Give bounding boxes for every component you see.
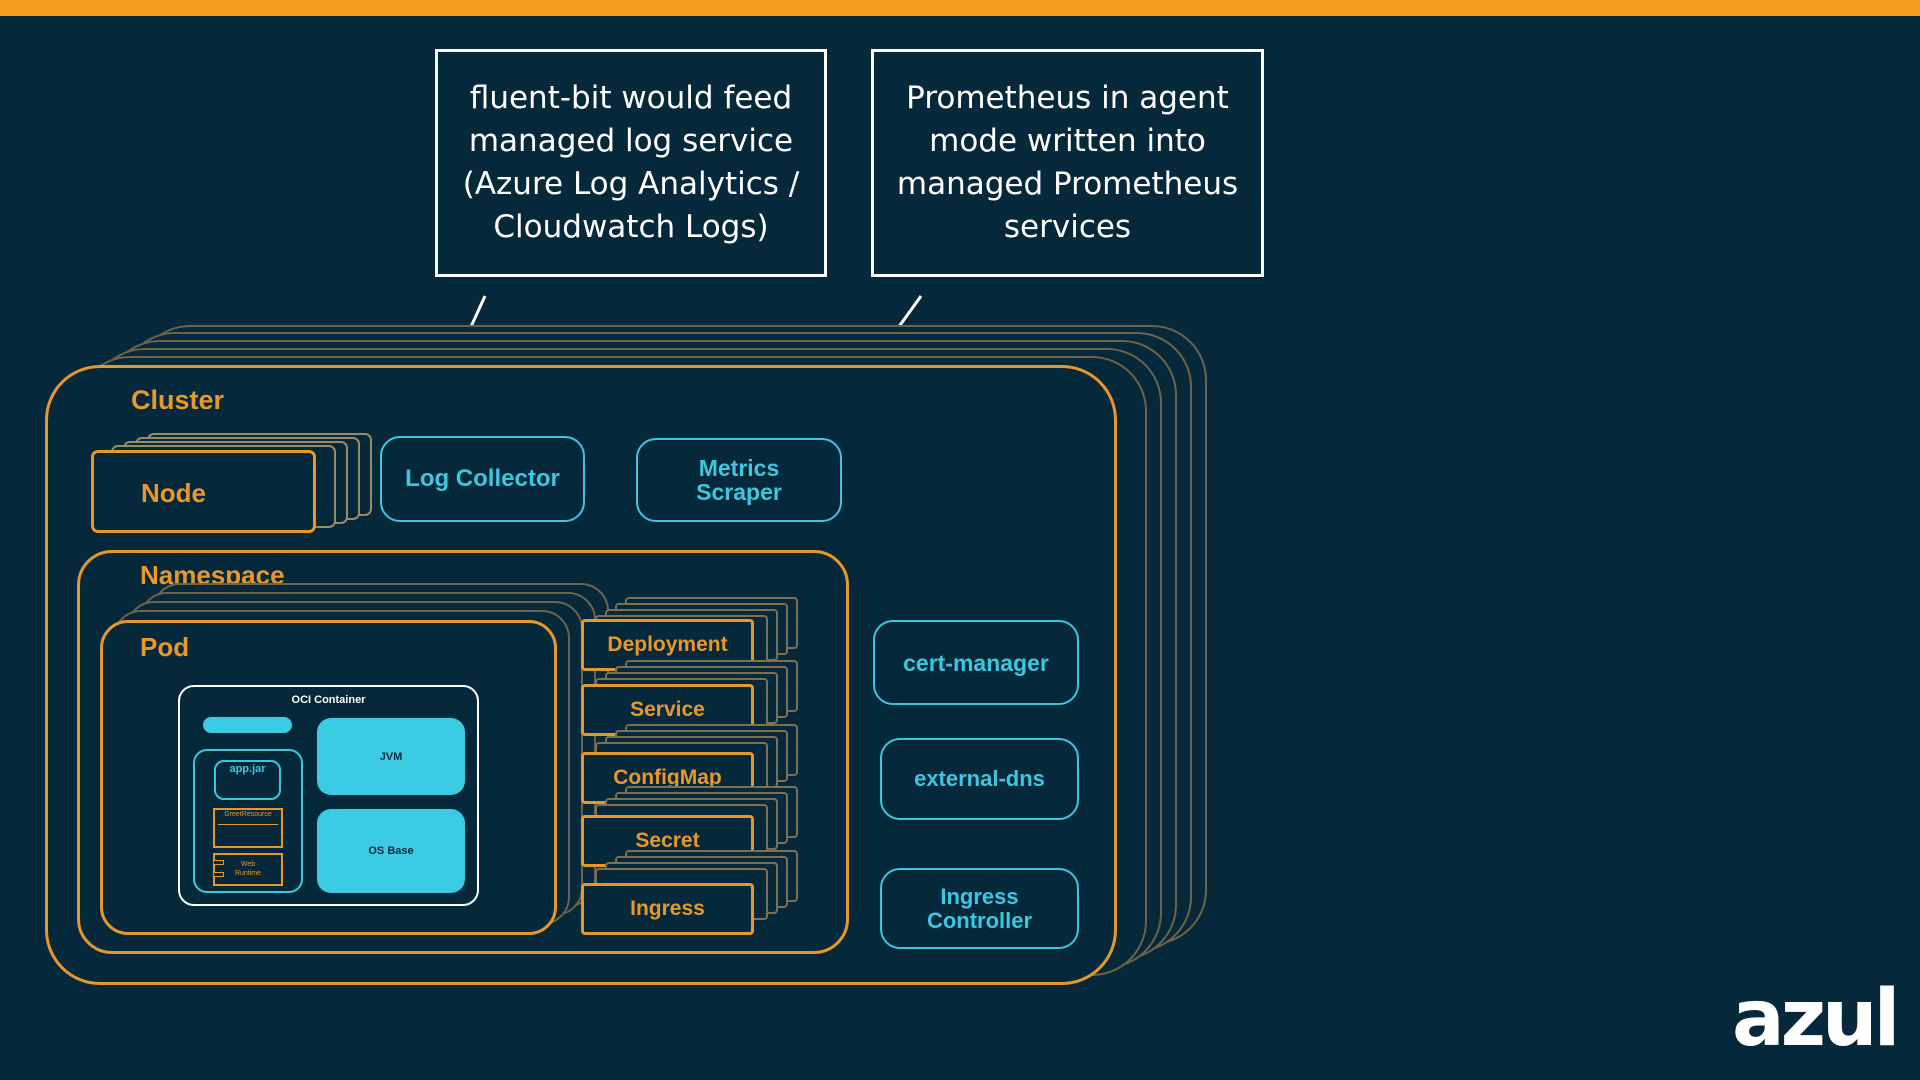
greet-resource-label: GreetResource	[224, 811, 272, 818]
oci-container-title: OCI Container	[291, 694, 366, 706]
node-label: Node	[141, 478, 206, 508]
top-accent-bar	[0, 0, 1920, 16]
log-collector-label: Log Collector	[405, 465, 560, 492]
deployment-label: Deployment	[607, 633, 728, 656]
component-port-icon	[213, 860, 224, 865]
secret-label: Secret	[635, 829, 700, 852]
web-runtime-label-line2: Runtime	[234, 870, 262, 877]
app-layer-box	[193, 749, 303, 893]
ingress-controller-label-line2: Controller	[926, 907, 1033, 933]
external-dns-label: external-dns	[914, 766, 1045, 791]
jvm-layer: JVM	[317, 718, 465, 795]
greet-resource-divider	[218, 824, 278, 825]
log-collector-box: Log Collector	[380, 436, 585, 522]
app-jar-box: app.jar	[214, 760, 281, 800]
os-base-label: OS Base	[368, 845, 414, 857]
ingress-box: Ingress	[581, 883, 754, 935]
component-port-icon	[213, 872, 224, 877]
azul-logo: azul	[1732, 974, 1900, 1064]
service-label: Service	[630, 698, 705, 721]
container-header-bar	[203, 717, 292, 733]
external-dns-box: external-dns	[880, 738, 1079, 820]
jvm-label: JVM	[379, 750, 403, 763]
configmap-label: ConfigMap	[613, 766, 722, 789]
metrics-service-callout: Prometheus in agent mode written into ma…	[871, 49, 1264, 277]
app-jar-label: app.jar	[229, 763, 266, 775]
greet-resource-box: GreetResource	[213, 808, 283, 848]
cert-manager-label: cert-manager	[903, 649, 1049, 676]
ingress-controller-box: Ingress Controller	[880, 868, 1079, 949]
os-base-layer: OS Base	[317, 809, 465, 893]
web-runtime-label-line1: Web	[240, 861, 256, 868]
log-service-callout: fluent-bit would feed managed log servic…	[435, 49, 827, 277]
ingress-controller-label-line1: Ingress	[940, 883, 1019, 909]
node-box	[91, 450, 316, 533]
metrics-scraper-label-line1: Metrics	[698, 455, 780, 481]
web-runtime-box: Web Runtime	[213, 853, 283, 886]
ingress-label: Ingress	[630, 897, 705, 920]
cert-manager-box: cert-manager	[873, 620, 1079, 705]
log-service-callout-text: fluent-bit would feed managed log servic…	[462, 80, 800, 245]
metrics-scraper-box: Metrics Scraper	[636, 438, 842, 522]
metrics-scraper-label-line2: Scraper	[696, 479, 782, 505]
metrics-service-callout-text: Prometheus in agent mode written into ma…	[896, 80, 1239, 245]
pod-label: Pod	[140, 632, 190, 662]
cluster-label: Cluster	[131, 385, 225, 415]
